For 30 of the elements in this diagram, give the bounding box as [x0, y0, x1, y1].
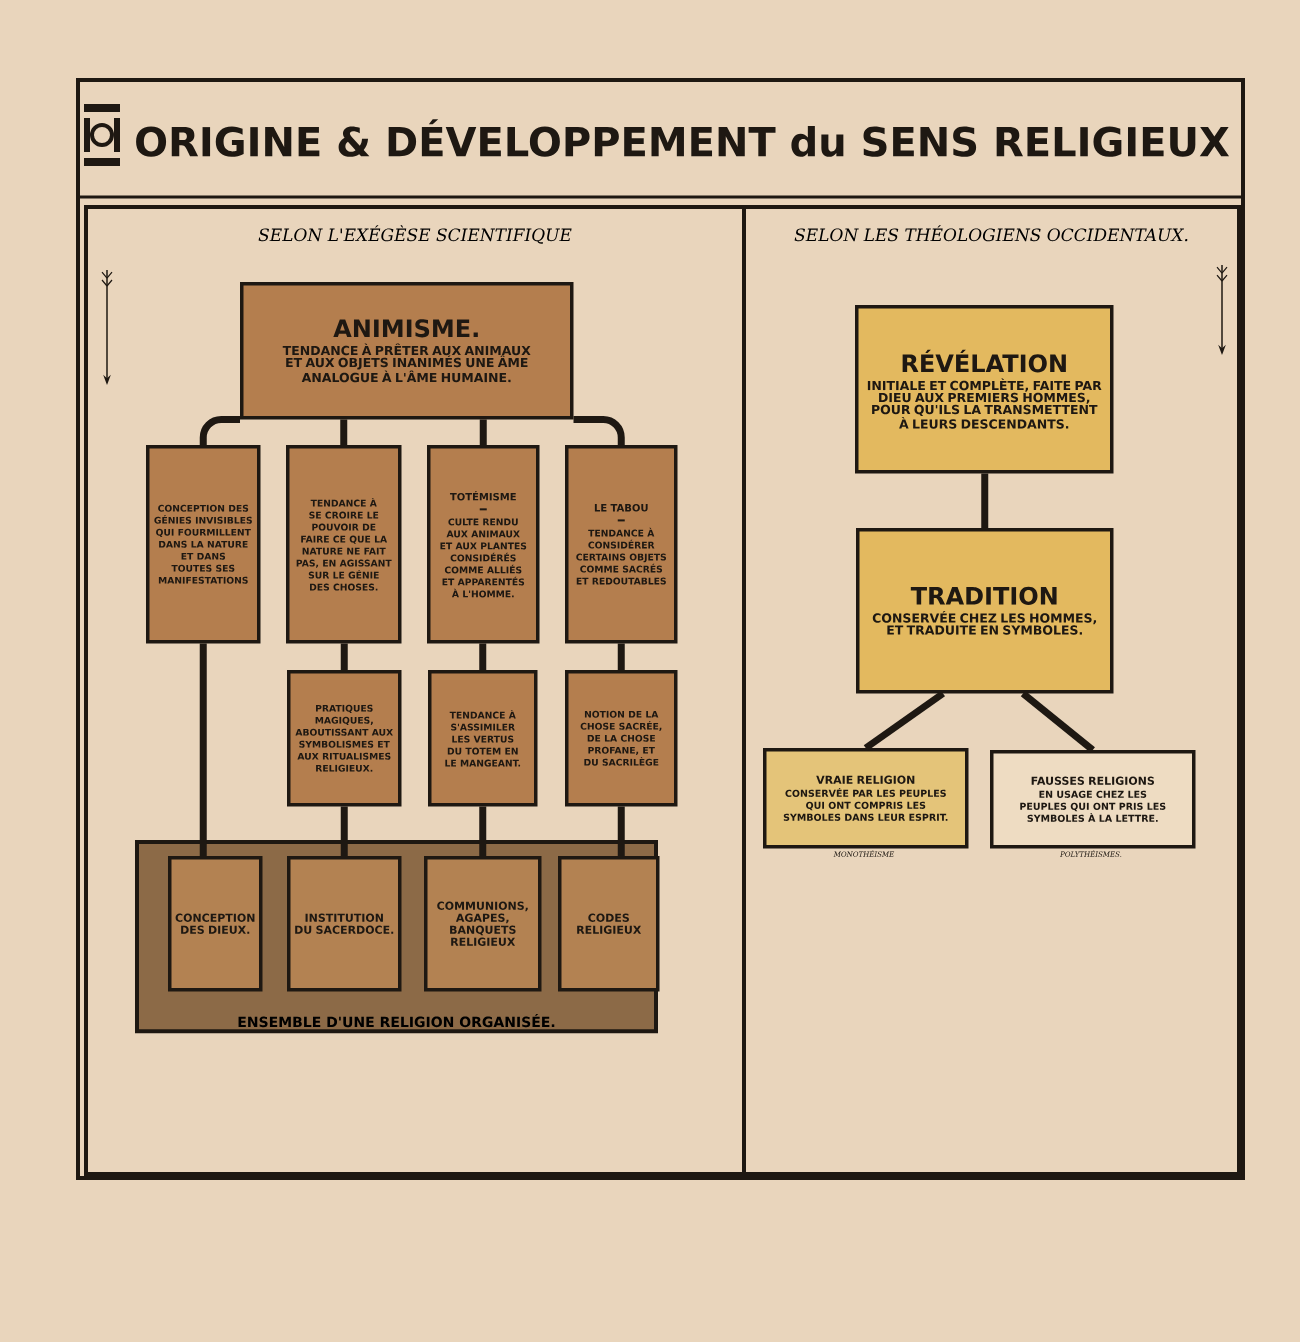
connector-line	[617, 643, 625, 670]
concept-box: CONCEPTION DES DIEUX.	[168, 856, 263, 992]
connector-line	[340, 419, 348, 445]
connector-line	[340, 806, 348, 856]
concept-box: FAUSSES RELIGIONS EN USAGE CHEZ LES PEUPLES QUI ONT PRIS LES SYMBOLES À LA LETTRE.	[990, 750, 1196, 849]
concept-box: CONCEPTION DES GÉNIES INVISIBLES QUI FOURMILLENT DANS LA NATURE ET DANS TOUTES SES MANIFESTATIONS	[146, 445, 261, 644]
connector-line	[617, 806, 625, 856]
concept-box: PRATIQUES MAGIQUES, ABOUTISSANT AUX SYMBOLISMES ET AUX RITUALISMES RELIGIEUX.	[287, 670, 402, 807]
connector-line	[479, 643, 487, 670]
connector-line	[981, 473, 989, 528]
concept-box: NOTION DE LA CHOSE SACRÉE, DE LA CHOSE PROFANE, ET DU SACRILÈGE	[565, 670, 678, 807]
concept-box: ANIMISME. TENDANCE À PRÊTER AUX ANIMAUX ET AUX OBJETS INANIMÉS UNE ÂME ANALOGUE À L'ÂME HUMAINE.	[240, 282, 574, 420]
concept-box: VRAIE RELIGION CONSERVÉE PAR LES PEUPLES QUI ONT COMPRIS LES SYMBOLES DANS LEUR ESPRIT.	[763, 748, 969, 849]
connector-line	[199, 643, 207, 856]
concept-box: COMMUNIONS, AGAPES, BANQUETS RELIGIEUX	[424, 856, 542, 992]
concept-box: LE TABOU TENDANCE À CONSIDÉRER CERTAINS OBJETS COMME SACRÉS ET REDOUTABLES	[565, 445, 678, 644]
concept-box: INSTITUTION DU SACERDOCE.	[287, 856, 402, 992]
concept-box: TENDANCE À S'ASSIMILER LES VERTUS DU TOTEM EN LE MANGEANT.	[428, 670, 538, 807]
title: ORIGINE & DÉVELOPPEMENT du SENS RELIGIEUX	[136, 119, 1230, 157]
concept-box: CODES RELIGIEUX	[558, 856, 660, 992]
concept-box: RÉVÉLATION INITIALE ET COMPLÈTE, FAITE PAR DIEU AUX PREMIERS HOMMES, POUR QU'ILS LA TRANSMETTENT À LEURS DESCENDANTS.	[855, 305, 1114, 474]
concept-box: TENDANCE À SE CROIRE LE POUVOIR DE FAIRE CE QUE LA NATURE NE FAIT PAS, EN AGISSANT SUR LE GÉNIE DES CHOSES.	[286, 445, 402, 644]
connector-line	[479, 419, 487, 445]
connector-line	[1020, 690, 1095, 753]
concept-box: TOTÉMISME CULTE RENDU AUX ANIMAUX ET AUX PLANTES CONSIDÉRÉS COMME ALLIÉS ET APPARENTÉS À L'HOMME.	[427, 445, 540, 644]
concept-box: TRADITION CONSERVÉE CHEZ LES HOMMES, ET TRADUITE EN SYMBOLES.	[856, 528, 1114, 694]
connector-line	[573, 416, 625, 445]
connector-line	[479, 806, 487, 856]
connector-line	[340, 643, 348, 670]
connector-line	[863, 690, 945, 751]
